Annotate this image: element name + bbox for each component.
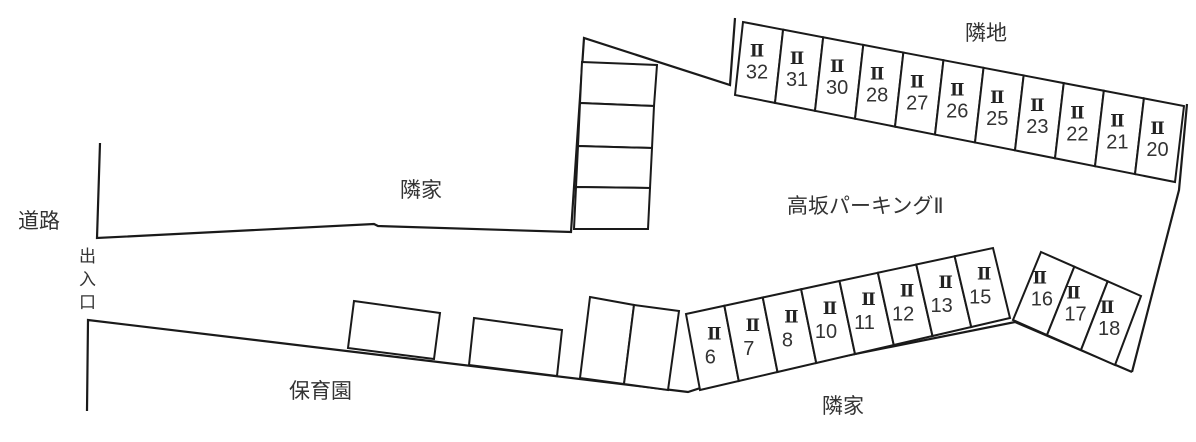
space-number: 20 <box>1146 139 1168 161</box>
space-prefix: Ⅱ <box>1110 111 1124 131</box>
space-number: 26 <box>946 100 968 122</box>
space-number: 10 <box>815 321 837 343</box>
space-number: 27 <box>906 92 928 114</box>
parking-space-18[interactable] <box>1079 279 1143 367</box>
space-prefix: Ⅱ <box>1150 119 1164 139</box>
space-prefix: Ⅱ <box>870 65 884 85</box>
space-prefix: Ⅱ <box>1033 268 1047 288</box>
space-prefix: Ⅱ <box>830 57 844 77</box>
lot-name-label: 高坂パーキングⅡ <box>787 194 944 218</box>
space-prefix: Ⅱ <box>938 273 952 293</box>
space-number: 12 <box>892 304 914 326</box>
space-prefix: Ⅱ <box>790 49 804 69</box>
space-number: 22 <box>1066 124 1088 146</box>
space-number: 32 <box>746 61 768 83</box>
space-prefix: Ⅱ <box>861 290 875 310</box>
neighbor-house-bottom-label: 隣家 <box>822 394 864 418</box>
space-number: 28 <box>866 85 888 107</box>
neighbor-land-label: 隣地 <box>965 21 1007 45</box>
boundary-right <box>1130 103 1189 373</box>
space-prefix: Ⅱ <box>1100 298 1114 318</box>
space-number: 25 <box>986 108 1008 130</box>
space-prefix: Ⅱ <box>746 316 760 336</box>
unlabeled-spaces-left-column <box>572 60 659 230</box>
nursery-label: 保育園 <box>289 379 352 403</box>
space-number: 30 <box>826 77 848 99</box>
space-prefix: Ⅱ <box>1030 96 1044 116</box>
space-prefix: Ⅱ <box>910 72 924 92</box>
space-prefix: Ⅱ <box>707 325 721 345</box>
space-number: 23 <box>1026 116 1048 138</box>
entrance-label-1: 出 <box>79 247 96 267</box>
space-prefix: Ⅱ <box>977 264 991 284</box>
space-number: 8 <box>782 329 793 351</box>
space-prefix: Ⅱ <box>950 80 964 100</box>
space-number: 31 <box>786 69 808 91</box>
space-prefix: Ⅱ <box>1066 283 1080 303</box>
space-prefix: Ⅱ <box>784 307 798 327</box>
space-number: 11 <box>854 312 875 334</box>
space-prefix: Ⅱ <box>900 282 914 302</box>
space-number: 16 <box>1031 288 1053 310</box>
space-prefix: Ⅱ <box>823 299 837 319</box>
unlabeled-spaces-lower <box>346 295 681 392</box>
space-number: 21 <box>1106 131 1128 153</box>
space-number: 15 <box>969 286 991 308</box>
entrance-label-3: 口 <box>79 293 96 313</box>
parking-space-20[interactable] <box>1133 97 1186 184</box>
space-number: 13 <box>931 295 953 317</box>
parking-space-15[interactable] <box>953 246 1012 329</box>
space-number: 7 <box>743 338 754 360</box>
neighbor-house-top-label: 隣家 <box>400 178 442 202</box>
entrance-label-2: 入 <box>79 270 96 290</box>
space-number: 6 <box>705 347 716 369</box>
space-prefix: Ⅱ <box>750 41 764 61</box>
space-prefix: Ⅱ <box>1070 104 1084 124</box>
space-number: 17 <box>1064 303 1086 325</box>
road-label: 道路 <box>18 209 60 233</box>
boundary-upper <box>95 17 737 240</box>
space-number: 18 <box>1098 318 1120 340</box>
space-prefix: Ⅱ <box>990 88 1004 108</box>
